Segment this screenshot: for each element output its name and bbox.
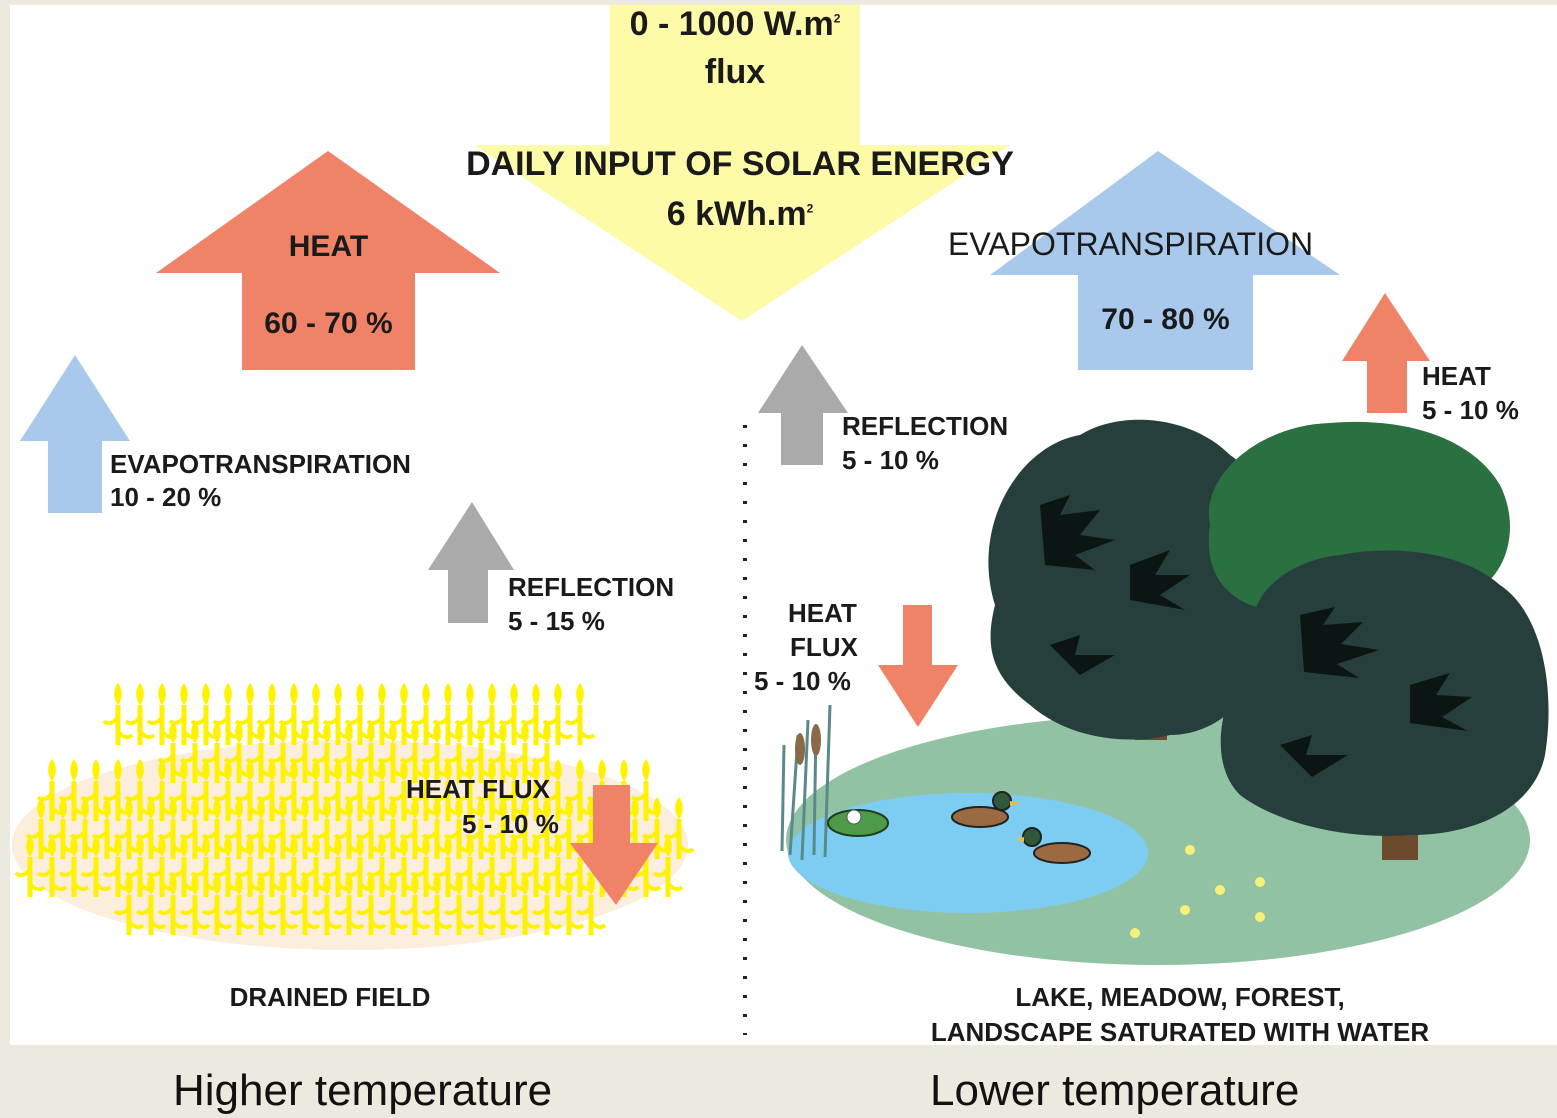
wet-reflection-arrow — [758, 345, 848, 465]
field-evapotranspiration-label: EVAPOTRANSPIRATION — [110, 449, 411, 479]
reeds — [780, 704, 832, 861]
duck-upper — [951, 791, 1022, 828]
field-heat-flux-arrow — [570, 785, 658, 905]
wet-heat-label: HEAT — [1422, 361, 1491, 391]
solar-input-arrow — [474, 5, 1010, 321]
wet-landscape-name-line1: LAKE, MEADOW, FOREST, — [1015, 982, 1345, 1012]
field-reflection-value: 5 - 15 % — [508, 606, 605, 636]
field-heat-flux-label: HEAT FLUX — [406, 774, 550, 804]
wet-heat-flux-line2: FLUX — [790, 632, 858, 662]
wet-evapotranspiration-label: EVAPOTRANSPIRATION — [948, 226, 1314, 262]
wet-heat-flux-line1: HEAT — [788, 598, 857, 628]
field-evapotranspiration-arrow — [20, 355, 130, 513]
meadow-flowers — [1130, 845, 1265, 938]
wet-heat-value: 5 - 10 % — [1422, 395, 1519, 425]
field-evapotranspiration-value: 10 - 20 % — [110, 482, 222, 512]
field-heat-arrow — [156, 151, 500, 370]
field-reflection-label: REFLECTION — [508, 572, 675, 602]
daily-input-title: DAILY INPUT OF SOLAR ENERGY — [466, 145, 1014, 183]
energy-balance-diagram: 0 - 1000 W.m2 flux DAILY INPUT OF SOLAR … — [10, 5, 1557, 1045]
crop-stalk — [104, 683, 132, 745]
wet-heat-flux-arrow — [878, 605, 958, 727]
wet-landscape-name-line2: LANDSCAPE SATURATED WITH WATER — [930, 1017, 1430, 1045]
lily-pad — [827, 809, 889, 837]
wet-reflection-value: 5 - 10 % — [842, 445, 939, 475]
wet-heat-flux-value: 5 - 10 % — [754, 666, 851, 696]
caption-lower-temperature: Lower temperature — [930, 1066, 1300, 1115]
field-heat-label: HEAT — [288, 230, 369, 263]
field-reflection-arrow — [428, 502, 514, 623]
solar-flux-word: flux — [704, 53, 766, 91]
tree-front-right — [1220, 550, 1549, 860]
solar-flux-value: 0 - 1000 W.m2 — [629, 5, 841, 43]
wet-evapotranspiration-arrow — [990, 151, 1340, 370]
drained-field-name: DRAINED FIELD — [229, 982, 431, 1012]
field-heat-flux-value: 5 - 10 % — [462, 809, 559, 839]
wet-heat-arrow — [1342, 293, 1430, 413]
caption-higher-temperature: Higher temperature — [173, 1066, 553, 1115]
wet-reflection-label: REFLECTION — [842, 411, 1009, 441]
duck-lower — [1014, 827, 1091, 864]
tree-back-left — [988, 419, 1273, 740]
diagram-artwork — [12, 5, 1549, 1035]
daily-input-value: 6 kWh.m2 — [666, 195, 814, 233]
field-heat-value: 60 - 70 % — [264, 307, 393, 340]
wet-evapotranspiration-value: 70 - 80 % — [1101, 303, 1230, 336]
